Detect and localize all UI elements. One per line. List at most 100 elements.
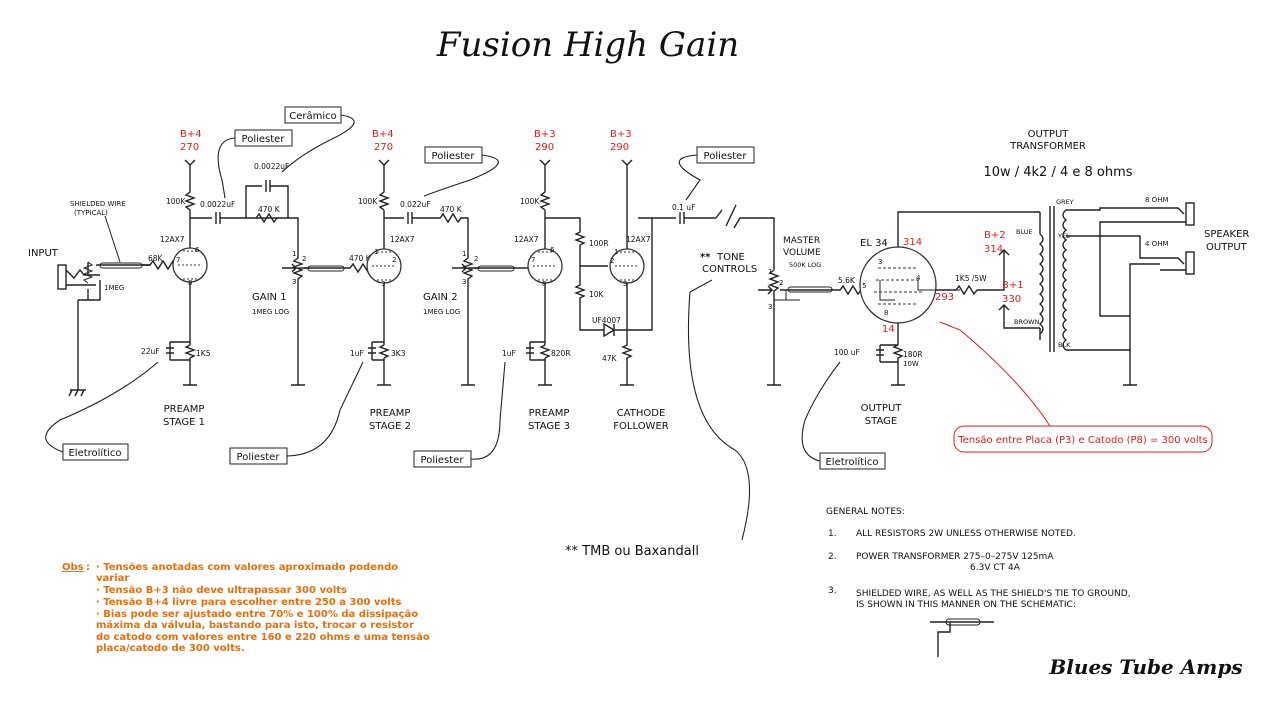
r470k-c-label: 470 K [440, 205, 463, 214]
wire-yel: YEL [1057, 232, 1070, 240]
ot-label-2: TRANSFORMER [1009, 141, 1086, 152]
v270-label-1: 270 [180, 142, 199, 153]
note3-num: 3. [828, 586, 837, 596]
obs-line3: · Tensão B+3 não deve ultrapassar 300 vo… [96, 585, 347, 596]
note3-text: SHIELDED WIRE, AS WELL AS THE SHIELD'S T… [856, 589, 1131, 599]
diode-label: UF4007 [592, 316, 621, 325]
v314-label: 314 [984, 244, 1003, 255]
stage3-label-a: PREAMP [529, 408, 570, 419]
obs-line2: variar [96, 573, 129, 584]
pot1-pin1: 1 [292, 250, 296, 258]
r10k-label: 10K [589, 290, 605, 299]
callout-poliester-4-text: Poliester [237, 452, 281, 463]
pot3-pin3: 3 [768, 303, 772, 311]
pin2-b: 2 [610, 257, 614, 265]
coupling-stage2 [384, 212, 469, 258]
ohm8-label: 8 OHM [1145, 196, 1169, 204]
pin3-a: 3 [381, 280, 385, 288]
input-label: INPUT [28, 248, 59, 259]
obs-line4: · Tensão B+4 livre para escolher entre 2… [96, 597, 401, 608]
obs-colon: : [86, 562, 90, 573]
gain1-pot [291, 257, 305, 386]
brand-signature: Blues Tube Amps [1048, 655, 1242, 679]
pin1-a: 1 [374, 248, 378, 256]
r100r [545, 217, 608, 267]
el34-pin8: 8 [884, 309, 888, 317]
obs-line7: do catodo com valores entre 160 e 220 oh… [96, 632, 430, 643]
pot2-pin3: 3 [462, 278, 466, 286]
c1uf-b [526, 341, 545, 361]
r10k [574, 266, 604, 331]
obs-label: Obs [62, 562, 84, 573]
note2-text-b: 6.3V CT 4A [970, 563, 1021, 573]
cf-label-a: CATHODE [617, 408, 666, 419]
pin2-a: 2 [392, 256, 396, 264]
el34-pin5: 5 [862, 282, 866, 290]
stage2-label-a: PREAMP [370, 408, 411, 419]
b4-label-1: B+4 [180, 129, 202, 140]
v330-label: 330 [1002, 294, 1021, 305]
b4-label-2: B+4 [372, 129, 394, 140]
r1k5-stage1 [184, 344, 196, 359]
input-resistor-1meg [82, 261, 94, 300]
tone-break [715, 204, 775, 258]
tmb-text: ** TMB ou Baxandall [565, 544, 699, 559]
r3k3-label: 3K3 [391, 349, 406, 358]
pin8-b: 8 [542, 280, 546, 288]
typical-label: (TYPICAL) [74, 209, 108, 217]
ohm4-label: 4 OHM [1145, 240, 1169, 248]
callout-tensao-text: Tensão entre Placa (P3) e Catodo (P8) = … [957, 435, 1208, 446]
wire-brown: BROWN [1014, 318, 1040, 326]
pin7-b: 7 [531, 256, 535, 264]
c22uf-stage1 [166, 341, 190, 361]
callout-eletrolitico-2-text: Eletrolítico [825, 456, 878, 468]
r100r-label: 100R [589, 239, 609, 248]
stage2-label-b: STAGE 2 [369, 421, 411, 432]
gain2-label: GAIN 2 [423, 292, 458, 303]
speaker-jack-4ohm [1160, 251, 1195, 275]
wire-blk: BLK [1058, 341, 1071, 349]
diode-uf4007 [603, 217, 653, 338]
r1k5-5w [936, 250, 1005, 296]
r68k-label: 68K [148, 254, 164, 263]
callout-poliester-3-text: Poliester [704, 151, 748, 162]
b1-label: B+1 [1002, 280, 1024, 291]
master-label: MASTER [783, 236, 820, 246]
pot2-pin2: 2 [474, 255, 478, 263]
master-value: 500K LOG [789, 261, 821, 269]
bright-cap [245, 180, 289, 218]
c0022-a-label: 0.0022uF [200, 200, 235, 209]
obs-line1: · Tensões anotadas com valores aproximad… [96, 562, 398, 573]
v290-label-1: 290 [535, 142, 554, 153]
obs-line5: · Bias pode ser ajustado entre 70% e 100… [96, 609, 418, 620]
tone-star: ** [700, 252, 711, 263]
notes-header: GENERAL NOTES: [826, 507, 905, 517]
callout-poliester-2-text: Poliester [432, 151, 476, 162]
input-jack [57, 264, 100, 290]
r100k-c-label: 100K [520, 197, 540, 206]
pin1-b: 1 [614, 248, 618, 256]
callout-ceramico-text: Cerâmico [289, 110, 337, 122]
c1uf-a-label: 1uF [350, 349, 364, 358]
pot2-pin1: 1 [462, 250, 466, 258]
speaker-label-1: SPEAKER [1204, 229, 1249, 240]
el34-screen-voltage: 293 [935, 292, 954, 303]
shielded-wire-label: SHIELDED WIRE [70, 200, 126, 208]
el34-cathode-voltage: 14 [882, 324, 895, 335]
note2-num: 2. [828, 552, 837, 562]
tube-el34 [859, 246, 937, 324]
ground-symbol-input [68, 300, 86, 397]
r3k3 [378, 344, 390, 359]
tone-label: TONE [716, 252, 745, 263]
r1meg-label: 1MEG [104, 284, 124, 292]
c0022-b-label: 0.0022uF [254, 162, 289, 171]
note2-text: POWER TRANSFORMER 275–0–275V 125mA [856, 552, 1054, 562]
gain1-value: 1MEG LOG [252, 308, 289, 316]
r820r [539, 344, 551, 359]
pot3-pin1: 1 [768, 268, 772, 276]
b3-label-2: B+3 [610, 129, 632, 140]
r470k-a-label: 470 K [258, 205, 281, 214]
pot1-pin2: 2 [302, 255, 306, 263]
